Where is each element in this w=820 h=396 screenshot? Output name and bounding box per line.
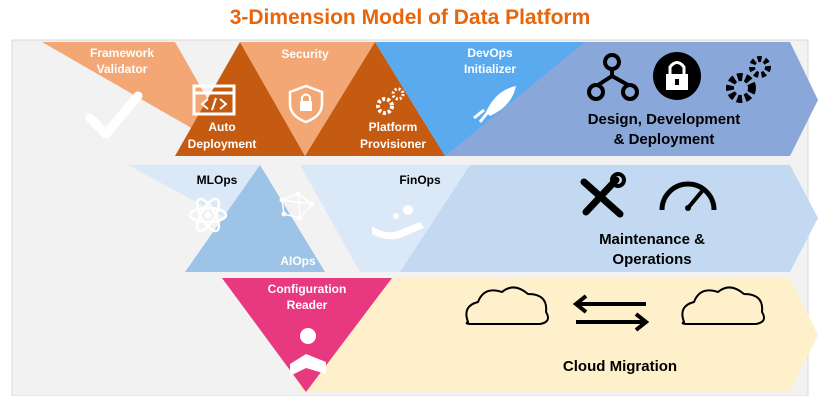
cloud-icon: [681, 286, 765, 325]
configuration-reader-label: Configuration: [268, 282, 347, 296]
cloud-icon: [465, 286, 549, 325]
exchange-arrows-icon: [572, 294, 650, 332]
aiops-label: AIOps: [280, 254, 316, 268]
framework-validator-label: Framework: [90, 46, 154, 60]
maintenance-band: [390, 165, 818, 272]
devops-initializer-label: DevOps: [467, 46, 513, 60]
gears-small-icon: [376, 87, 405, 115]
neural-network-icon: [279, 191, 315, 221]
devops-initializer-label-2: Initializer: [464, 62, 516, 76]
maintenance-layer-label-2: Operations: [612, 251, 691, 268]
platform-provisioner-tile: [305, 42, 445, 156]
branch-icon: [587, 53, 639, 101]
finops-label: FinOps: [399, 173, 441, 187]
reader-icon: [290, 328, 326, 376]
maintenance-layer-label: Maintenance &: [599, 231, 705, 248]
cloud-band: [300, 278, 818, 392]
configuration-reader-label-2: Reader: [287, 298, 328, 312]
security-tile: [240, 42, 375, 156]
auto-deployment-tile: [175, 42, 305, 156]
finops-tile: [300, 165, 470, 272]
auto-deployment-label-2: Deployment: [188, 137, 257, 151]
design-layer-label: Design, Development: [588, 111, 741, 128]
code-window-icon: [192, 84, 236, 116]
diagram-title: 3-Dimension Model of Data Platform: [229, 6, 591, 29]
devops-initializer-tile: [375, 42, 585, 156]
gears-icon: [726, 56, 771, 103]
atom-icon: [188, 197, 228, 233]
tools-icon: [580, 172, 626, 218]
speedometer-icon: [659, 181, 717, 211]
padlock-icon: [653, 52, 701, 100]
checkmark-icon: [85, 91, 143, 139]
platform-provisioner-label: Platform: [369, 120, 418, 134]
mlops-label: MLOps: [197, 173, 238, 187]
security-label: Security: [281, 47, 329, 61]
framework-validator-label-2: Validator: [97, 62, 148, 76]
cloud-migration-label: Cloud Migration: [563, 358, 677, 375]
platform-provisioner-label-2: Provisioner: [360, 137, 426, 151]
aiops-tile: [185, 165, 325, 272]
rocket-icon: [473, 86, 516, 123]
shield-lock-icon: [288, 84, 324, 124]
money-hand-icon: [372, 205, 424, 240]
design-layer-label-2: & Deployment: [614, 131, 715, 148]
auto-deployment-label: Auto: [208, 120, 235, 134]
